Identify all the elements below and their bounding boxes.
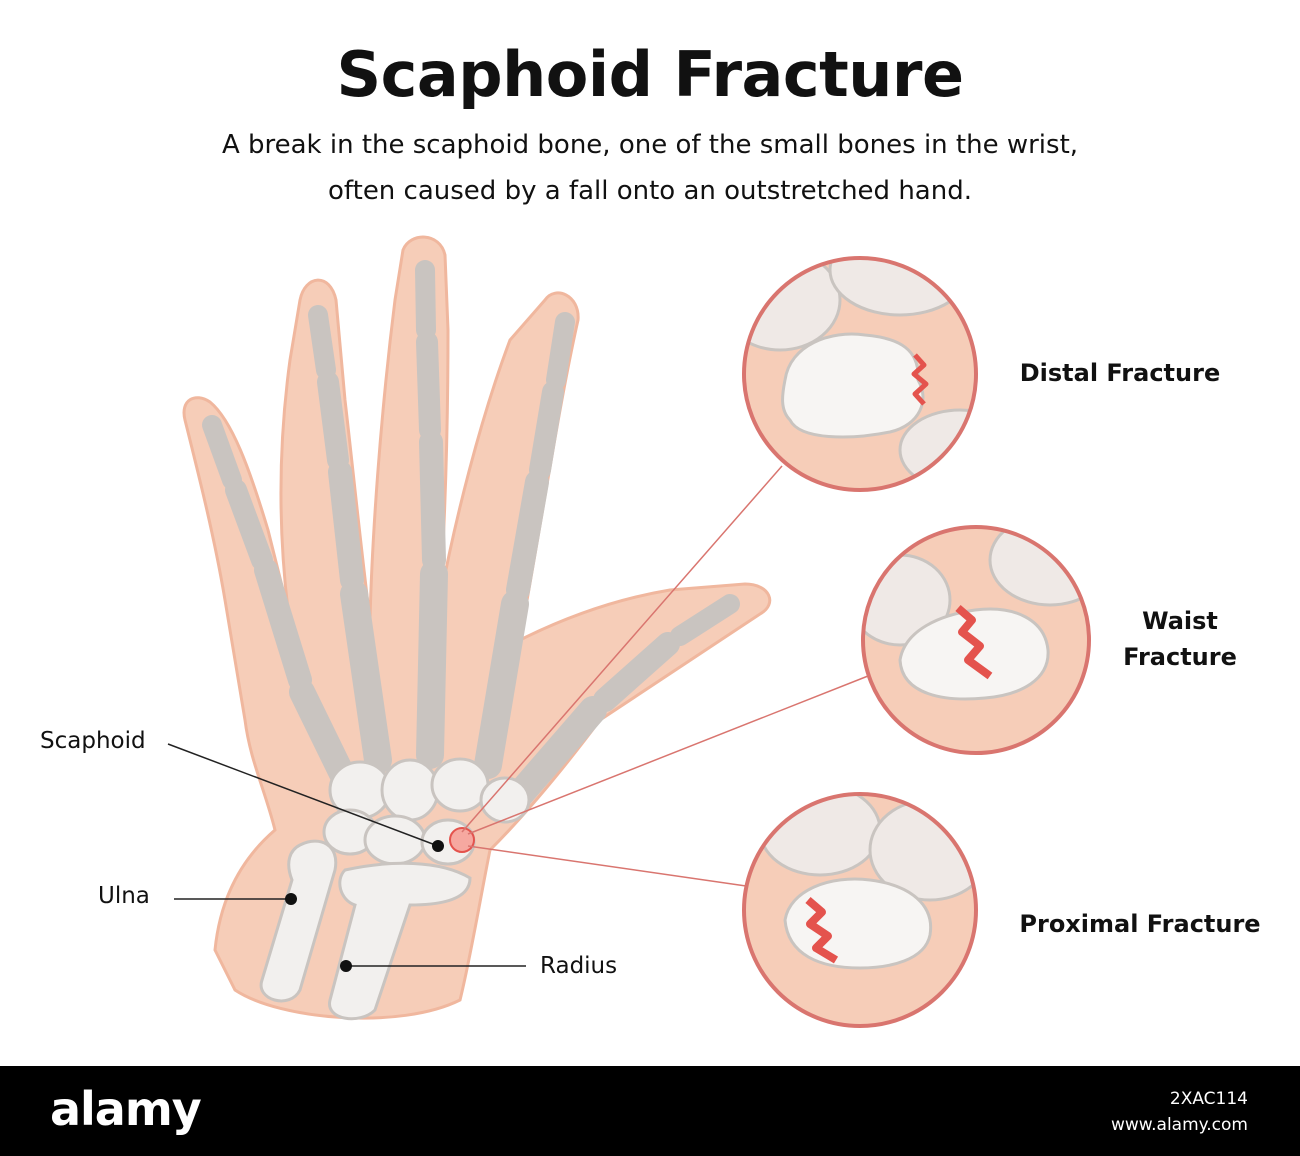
thumb-bone — [593, 632, 680, 712]
subtitle-line-1: A break in the scaphoid bone, one of the… — [221, 130, 1079, 160]
middle-bone — [419, 430, 446, 572]
distal-fracture-mark — [911, 353, 929, 406]
ring-metacarpal — [340, 580, 392, 774]
carpal-bone — [363, 814, 427, 866]
ring-bone — [308, 305, 336, 380]
index-bone — [506, 470, 549, 602]
finger-bones — [202, 260, 740, 814]
carpal-bones — [322, 757, 531, 866]
dot-scaphoid — [432, 840, 444, 852]
label-scaphoid: Scaphoid — [40, 728, 146, 754]
image-id: 2XAC114 — [1169, 1089, 1248, 1109]
index-metacarpal — [474, 590, 529, 779]
middle-metacarpal — [416, 560, 448, 769]
stock-info: 2XAC114 www.alamy.com — [1111, 1086, 1248, 1138]
carpal-bone — [430, 757, 490, 813]
connector-proximal — [467, 845, 747, 887]
waist-zoom-circle — [861, 525, 1091, 755]
label-proximal-fracture: Proximal Fracture — [1019, 910, 1261, 938]
dot-radius — [340, 960, 352, 972]
label-distal-fracture: Distal Fracture — [1019, 359, 1221, 387]
index-bone — [529, 381, 564, 481]
middle-bone — [415, 260, 436, 340]
connector-distal — [461, 465, 783, 833]
distal-zoom-circle — [742, 256, 978, 492]
label-waist-fracture: Waist Fracture — [1090, 603, 1270, 675]
ulna-bone — [259, 839, 338, 1003]
label-ulna: Ulna — [98, 883, 150, 909]
pinky-bone — [254, 558, 312, 692]
pinky-metacarpal — [289, 679, 358, 793]
label-waist-line-1: Waist — [1142, 607, 1218, 635]
zoom-connectors — [461, 465, 869, 887]
pinky-bone — [225, 479, 273, 571]
ring-bone — [317, 371, 349, 471]
thumb-metacarpal — [501, 696, 607, 814]
page-subtitle: A break in the scaphoid bone, one of the… — [100, 122, 1200, 214]
proximal-zoom-circle — [742, 792, 978, 1028]
subtitle-line-2: often caused by a fall onto an outstretc… — [328, 176, 972, 206]
carpal-bone — [380, 758, 440, 822]
waist-fracture-mark — [955, 604, 993, 680]
label-leaders — [167, 743, 526, 967]
thumb-bone — [670, 594, 740, 646]
label-waist-line-2: Fracture — [1123, 643, 1237, 671]
brand-logo: alamy — [50, 1082, 202, 1136]
ring-bone — [328, 460, 364, 592]
carpal-bone — [479, 776, 531, 824]
leader-scaphoid — [167, 743, 439, 847]
dot-ulna — [285, 893, 297, 905]
pinky-bone — [202, 415, 242, 490]
forearm-bones — [259, 839, 472, 1021]
proximal-fracture-mark — [805, 896, 839, 964]
label-radius: Radius — [540, 953, 618, 979]
footer-bar: alamy 2XAC114 www.alamy.com — [0, 1066, 1300, 1156]
page-title: Scaphoid Fracture — [336, 38, 964, 111]
connector-waist — [467, 675, 869, 835]
radius-bone — [328, 861, 472, 1021]
middle-bone — [416, 331, 441, 441]
site-url: www.alamy.com — [1110, 1115, 1248, 1135]
index-bone — [546, 312, 575, 390]
diagram-artwork — [167, 235, 1091, 1028]
